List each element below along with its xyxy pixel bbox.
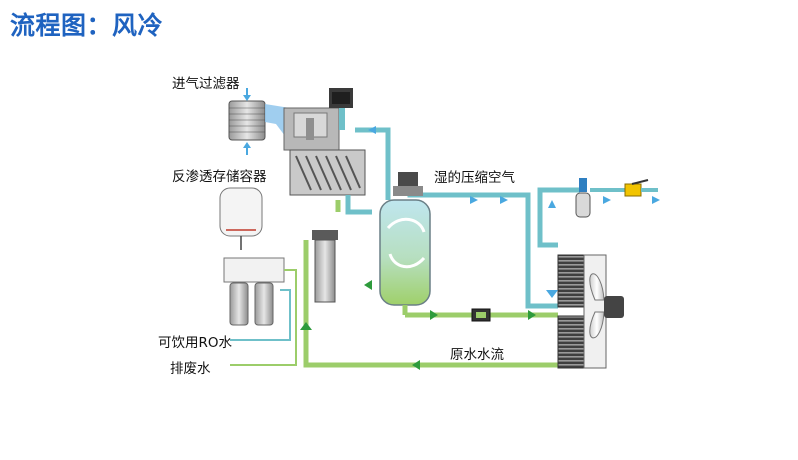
ro-lines — [230, 269, 297, 366]
ro-membrane-unit — [223, 257, 285, 326]
drain-water-label: 排废水 — [170, 361, 211, 377]
outlet-separator — [575, 178, 625, 218]
screw-compressor — [289, 149, 366, 196]
oil-filter — [312, 230, 338, 303]
check-valve — [471, 308, 491, 322]
outlet-ball-valve — [624, 179, 658, 197]
water-arrow-icon — [300, 280, 536, 370]
water-pipes — [303, 200, 558, 368]
ro-storage-tank — [219, 187, 263, 250]
air-filter-label: 进气过滤器 — [172, 76, 240, 92]
separator-tank — [379, 172, 431, 315]
flow-arrows — [300, 126, 660, 370]
raw-water-flow-label: 原水水流 — [450, 347, 504, 363]
air-arrow-icon — [368, 126, 660, 298]
filter-down-arrow-icon — [243, 88, 251, 101]
page-title: 流程图：风冷 — [10, 11, 164, 40]
inlet-valve — [283, 88, 353, 151]
cooling-fan — [589, 273, 624, 339]
ro-water-label: 可饮用RO水 — [158, 335, 233, 351]
wet-air-label: 湿的压缩空气 — [434, 170, 515, 186]
filter-up-arrow-icon — [243, 142, 251, 155]
ro-tank-label: 反渗透存储容器 — [172, 169, 267, 185]
